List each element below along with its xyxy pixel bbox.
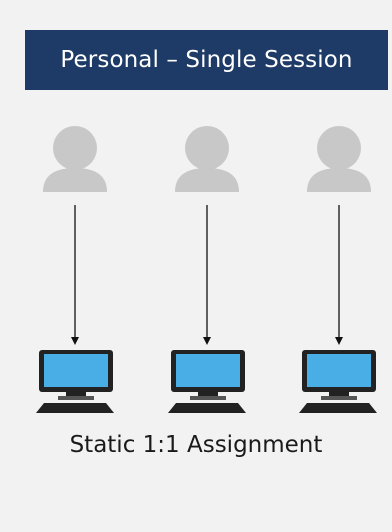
user-icon-2: [175, 126, 239, 192]
title-bar: Personal – Single Session: [25, 30, 388, 90]
title-text: Personal – Single Session: [60, 47, 353, 73]
desktop-computer-icon-2: [168, 350, 246, 413]
user-icon-1: [43, 126, 107, 192]
desktop-computer-icon-3: [299, 350, 377, 413]
caption: Static 1:1 Assignment: [69, 432, 323, 458]
desktop-computer-icon-1: [36, 350, 114, 413]
user-icon-3: [307, 126, 371, 192]
